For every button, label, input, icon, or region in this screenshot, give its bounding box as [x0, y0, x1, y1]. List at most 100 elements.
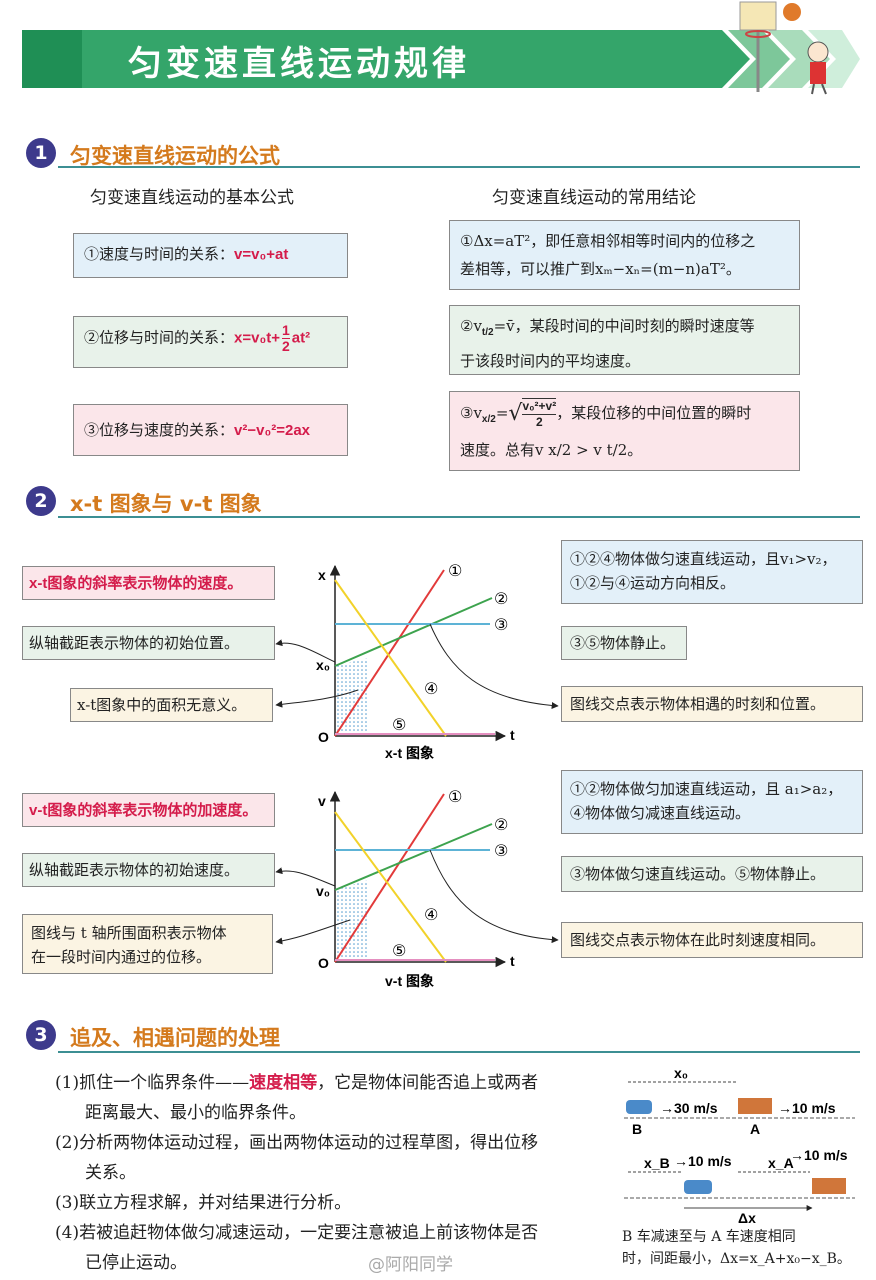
conclusion-text: ③v: [460, 404, 482, 422]
section-number: 1: [26, 138, 56, 168]
speed-label: →10 m/s: [778, 1100, 836, 1116]
conclusion-text: ②v: [460, 317, 482, 335]
conclusion-line: 于该段时间内的平均速度。: [460, 352, 641, 370]
formula-label: ①速度与时间的关系：: [84, 245, 235, 263]
speed-label: →10 m/s: [790, 1147, 848, 1163]
item-text: (1)抓住一个临界条件——: [55, 1073, 250, 1093]
caption-line: B 车减速至与 A 车速度相同: [622, 1229, 796, 1245]
car-b-label: B: [632, 1121, 642, 1137]
line-4-label: ④: [424, 905, 438, 924]
formula-label: ③位移与速度的关系：: [84, 421, 235, 439]
line-2-label: ②: [494, 815, 508, 834]
xa-label: x_A: [768, 1155, 794, 1171]
section-number: 2: [26, 486, 56, 516]
section-number: 3: [26, 1020, 56, 1050]
pursuit-diagram: x₀ →30 m/s →10 m/s B A x_B →10 m/s x_A →…: [624, 1068, 855, 1226]
area-region: [335, 658, 368, 736]
list-item-continued: 关系。: [85, 1163, 136, 1183]
fraction-denominator: 2: [535, 415, 543, 429]
line-3-label: ③: [494, 615, 508, 634]
line-5-label: ⑤: [392, 715, 406, 734]
xt-intercept-note: 纵轴截距表示物体的初始位置。: [22, 626, 275, 660]
graph-caption: v-t 图象: [385, 973, 434, 989]
fraction-numerator: v₀²+v²: [522, 399, 557, 415]
conclusion-line: ①Δx=aT²，即任意相邻相等时间内的位移之: [460, 232, 756, 250]
note-line: ①②物体做匀加速直线运动，且 a₁>a₂，: [570, 780, 843, 798]
formula-label: ②位移与时间的关系：: [84, 328, 235, 347]
pointer-arrow: [275, 867, 336, 887]
speed-label: →10 m/s: [674, 1153, 732, 1169]
formula-velocity-displacement: ③位移与速度的关系：v²−v₀²=2ax: [73, 404, 348, 456]
item-text: ，它是物体间能否追上或两者: [317, 1073, 539, 1093]
fraction-numerator: 1: [281, 322, 290, 339]
formula-equation-tail: at²: [291, 329, 311, 347]
formula-equation: v²−v₀²=2ax: [234, 422, 310, 439]
page-title: 匀变速直线运动规律: [128, 44, 470, 84]
xt-static-note: ③⑤物体静止。: [561, 626, 687, 660]
vt-intercept-note: 纵轴截距表示物体的初始速度。: [22, 853, 275, 887]
pointer-arrow: [429, 623, 559, 710]
car-b-icon: [684, 1180, 712, 1194]
truck-a-icon: [812, 1178, 846, 1194]
section-divider: [58, 166, 860, 168]
line-1: [334, 793, 445, 963]
line-4: [334, 811, 447, 963]
vt-slope-note: v-t图象的斜率表示物体的加速度。: [22, 793, 275, 827]
truck-a-label: A: [750, 1121, 760, 1137]
note-text: x-t图象的斜率表示物体的速度。: [29, 575, 243, 592]
pointer-arrow: [275, 919, 351, 945]
list-item-continued: 已停止运动。: [85, 1253, 187, 1273]
list-item: (3)联立方程求解，并对结果进行分析。: [55, 1193, 352, 1213]
vt-motion-note: ①②物体做匀加速直线运动，且 a₁>a₂， ④物体做匀减速直线运动。: [561, 770, 863, 834]
vt-graph: v t O v₀ v-t 图象 ① ② ③ ④ ⑤: [275, 787, 559, 989]
speed-label: →30 m/s: [660, 1100, 718, 1116]
basic-formulas-heading: 匀变速直线运动的基本公式: [90, 188, 294, 208]
note-text: v-t图象的斜率表示物体的加速度。: [29, 802, 258, 819]
line-2: [334, 597, 493, 667]
watermark: @阿阳同学: [368, 1255, 453, 1275]
line-3-label: ③: [494, 841, 508, 860]
y-axis-label: v: [318, 793, 326, 809]
procedure-list: (1)抓住一个临界条件——速度相等，它是物体间能否追上或两者 距离最大、最小的临…: [55, 1068, 615, 1278]
section-divider: [58, 1051, 860, 1053]
list-item: (2)分析两物体运动过程，画出两物体运动的过程草图，得出位移: [55, 1133, 539, 1153]
x-axis-label: t: [510, 727, 515, 743]
formula-velocity-time: ①速度与时间的关系：v=v₀+at: [73, 233, 348, 278]
vt-intersection-note: 图线交点表示物体在此时刻速度相同。: [561, 922, 863, 958]
pointer-arrow: [429, 849, 559, 944]
xt-slope-note: x-t图象的斜率表示物体的速度。: [22, 566, 275, 600]
list-item: (1)抓住一个临界条件——速度相等，它是物体间能否追上或两者: [55, 1068, 615, 1098]
origin-label: O: [318, 729, 329, 745]
conclusion-text: =v̄，某段时间的中间时刻的瞬时速度等: [493, 317, 755, 335]
line-1-label: ①: [448, 787, 462, 806]
dx-label: Δx: [738, 1210, 756, 1226]
truck-a-icon: [738, 1098, 772, 1114]
line-4: [334, 579, 447, 737]
line-2: [334, 823, 493, 891]
intercept-label: v₀: [316, 883, 330, 899]
vt-area-note: 图线与 t 轴所围面积表示物体 在一段时间内通过的位移。: [22, 914, 273, 974]
graph-caption: x-t 图象: [385, 745, 434, 761]
xt-intersection-note: 图线交点表示物体相遇的时刻和位置。: [561, 686, 863, 722]
line-4-label: ④: [424, 679, 438, 698]
line-1: [334, 569, 445, 737]
common-conclusions-heading: 匀变速直线运动的常用结论: [492, 188, 696, 208]
sqrt-icon: √: [508, 401, 523, 426]
section-title: x-t 图象与 v-t 图象: [70, 492, 262, 516]
caption-line: 时，间距最小，Δx=x_A+x₀−x_B。: [622, 1251, 851, 1267]
line-5-label: ⑤: [392, 941, 406, 960]
pointer-arrow: [275, 639, 336, 663]
xt-graph: x t O x₀ x-t 图象 ① ② ③ ④ ⑤: [275, 561, 559, 761]
note-line: 在一段时间内通过的位移。: [31, 948, 212, 966]
note-line: ①②④物体做匀速直线运动，且v₁>v₂，: [570, 550, 837, 568]
section-divider: [58, 516, 860, 518]
subscript: t/2: [481, 327, 494, 338]
formula-equation: v=v₀+at: [234, 246, 289, 263]
conclusion-1: ①Δx=aT²，即任意相邻相等时间内的位移之 差相等，可以推广到xₘ−xₙ=(m…: [449, 220, 800, 290]
fraction-denominator: 2: [281, 338, 290, 354]
section-title: 追及、相遇问题的处理: [70, 1026, 280, 1050]
intercept-label: x₀: [316, 657, 330, 673]
